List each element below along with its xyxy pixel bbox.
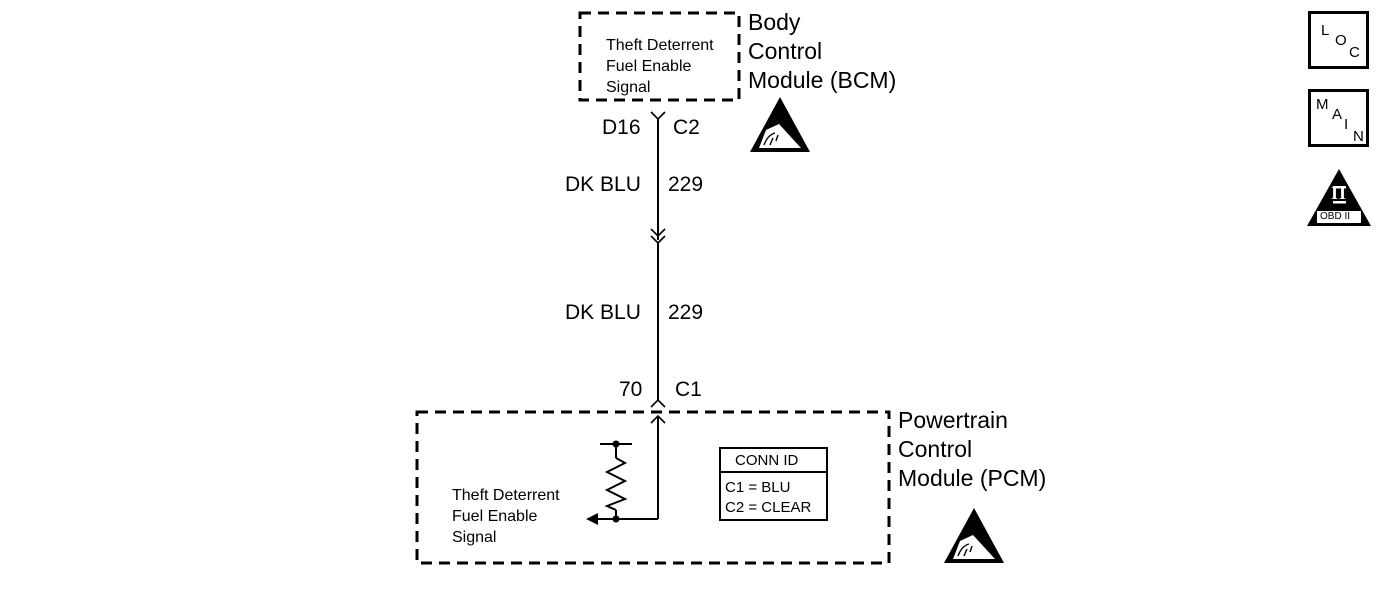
pcm-title: Powertrain Control Module (PCM) [898,406,1046,493]
pcm-signal-line1: Theft Deterrent [452,487,560,504]
obd-ii-icon [1307,169,1371,226]
conn-id-table [719,447,828,521]
bcm-connector-label: C2 [673,116,700,139]
main-icon-letter: I [1344,116,1349,133]
bcm-title-line1: Body [748,9,801,35]
pcm-signal-line3: Signal [452,529,497,546]
pcm-title-line1: Powertrain [898,407,1008,433]
wire-color-label: DK BLU [565,301,641,324]
esd-warning-icon [750,97,810,152]
conn-id-row1: C1 = BLU [725,479,791,496]
pcm-module-box [415,410,891,565]
bcm-signal-line3: Signal [606,79,651,96]
bcm-signal-line2: Fuel Enable [606,58,692,75]
pull-up-resistor [604,457,628,511]
pcm-pin-label: 70 [619,378,643,401]
splice-dot [612,515,620,523]
main-icon[interactable]: M A I N [1308,89,1369,147]
esd-warning-icon [944,508,1004,563]
pcm-title-line3: Module (PCM) [898,465,1047,491]
loc-icon[interactable]: L O C [1308,11,1369,69]
pcm-connector-label: C1 [675,378,702,401]
loc-icon-letter: O [1335,32,1347,49]
conn-id-row2: C2 = CLEAR [725,499,812,516]
pcm-signal-label: Theft Deterrent Fuel Enable Signal [452,485,560,548]
main-icon-letter: M [1316,96,1329,113]
conn-id-title: CONN ID [735,452,799,469]
wire-circuit-label: 229 [668,173,704,196]
bcm-title-line2: Control [748,38,823,64]
main-icon-letter: N [1353,128,1364,145]
loc-icon-letter: L [1321,22,1330,39]
obd-ii-caption: OBD II [1320,211,1351,222]
bcm-signal-line1: Theft Deterrent [606,37,714,54]
bcm-title-line3: Module (BCM) [748,67,897,93]
loc-icon-letter: C [1349,44,1360,61]
wire-color-label: DK BLU [565,173,641,196]
main-icon-letter: A [1332,106,1343,123]
obd-ii-numeral: II [1331,183,1348,203]
bcm-signal-label: Theft Deterrent Fuel Enable Signal [606,35,714,98]
bcm-connector-symbol [650,111,666,121]
splice-dot [612,440,620,448]
bcm-title: Body Control Module (BCM) [748,8,896,95]
pcm-signal-line2: Fuel Enable [452,508,538,525]
pcm-title-line2: Control [898,436,973,462]
bcm-pin-label: D16 [602,116,641,139]
bcm-module-box [578,11,741,102]
signal-arrow [586,513,598,525]
wire-circuit-label: 229 [668,301,704,324]
